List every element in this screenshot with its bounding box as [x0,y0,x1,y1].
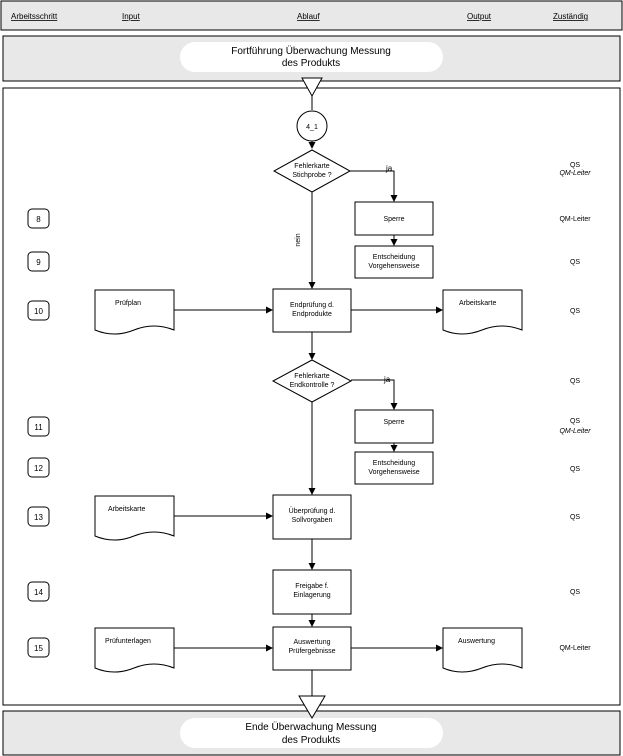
process-ueberpruefung-line1: Überprüfung d. [289,507,336,515]
header-responsible: Zuständig [553,12,588,21]
process-sperre-1: Sperre [354,201,434,236]
doc-pruefplan-label: Prüfplan [115,300,141,307]
process-auswertung-line1: Auswertung [294,639,331,646]
decision-stichprobe-line2: Stichprobe ? [292,172,331,179]
process-auswertung-line2: Prüfergebnisse [288,648,335,655]
doc-arbeitskarte-out-label: Arbeitskarte [459,300,496,307]
resp-d1-qm: QM-Leiter [559,170,591,177]
yes-branch-2 [351,379,398,410]
doc-pruefunterlagen-label: Prüfunterlagen [105,638,151,645]
process-ueberpruefung-line2: Sollvorgaben [292,517,333,524]
bottom-band-line1: Ende Überwachung Messung [245,721,376,733]
step-13-label: 13 [34,513,43,522]
step-9: 9 [27,251,50,272]
doc-auswertung-out: Auswertung [442,627,523,673]
step-12-label: 12 [34,464,43,473]
step-10: 10 [27,300,50,321]
header-bar: Arbeitsschritt Input Ablauf Output Zustä… [0,0,623,31]
step-11-label: 11 [34,423,43,432]
process-freigabe-line1: Freigabe f. [295,583,329,590]
step-15: 15 [27,637,50,658]
step-9-label: 9 [36,258,41,267]
header-input: Input [122,12,141,21]
resp-step-15: QM-Leiter [559,645,591,652]
decision-endkontrolle-yes: ja [383,375,391,384]
page-connector-top [301,77,323,98]
step-8-label: 8 [36,215,41,224]
connector-circle: 4_1 [296,110,328,142]
process-sperre-1-label: Sperre [383,216,404,223]
doc-arbeitskarte-in: Arbeitskarte [94,495,175,541]
step-10-label: 10 [34,307,43,316]
top-band-line1: Fortführung Überwachung Messung [231,45,391,57]
yes-branch-1 [350,170,398,202]
resp-step-8: QM-Leiter [559,216,591,223]
connector-label: 4_1 [306,124,318,131]
resp-d1-qs: QS [570,162,580,169]
step-11: 11 [27,416,50,437]
step-12: 12 [27,457,50,478]
step-15-label: 15 [34,644,43,653]
doc-pruefunterlagen: Prüfunterlagen [94,627,175,673]
process-endpruefung-line2: Endprodukte [292,311,332,318]
process-ueberpruefung: Überprüfung d. Sollvorgaben [272,494,352,540]
header-step: Arbeitsschritt [11,12,58,21]
step-14-label: 14 [34,588,43,597]
top-band-line2: des Produkts [282,58,340,69]
resp-step-12: QS [570,466,580,473]
decision-stichprobe: Fehlerkarte Stichprobe ? [272,149,352,193]
process-endpruefung: Endprüfung d. Endprodukte [272,288,352,333]
bottom-band-line2: des Produkts [282,735,340,746]
process-entscheidung-1-line2: Vorgehensweise [368,263,419,270]
process-freigabe-line2: Einlagerung [293,592,330,599]
doc-arbeitskarte-in-label: Arbeitskarte [108,506,145,513]
process-entscheidung-1-line1: Entscheidung [373,254,416,261]
resp-step-10: QS [570,308,580,315]
process-sperre-2-label: Sperre [383,419,404,426]
process-entscheidung-2-line2: Vorgehensweise [368,469,419,476]
resp-step-13: QS [570,514,580,521]
decision-stichprobe-yes: ja [385,164,393,173]
resp-d2: QS [570,378,580,385]
decision-endkontrolle-line1: Fehlerkarte [294,373,330,380]
process-auswertung: Auswertung Prüfergebnisse [272,626,352,671]
header-flow: Ablauf [297,12,320,21]
process-endpruefung-line1: Endprüfung d. [290,302,334,309]
step-13: 13 [27,506,50,527]
top-band: Fortführung Überwachung Messung des Prod… [2,35,621,82]
header-output: Output [467,12,492,21]
doc-pruefplan: Prüfplan [94,289,175,335]
resp-step-14: QS [570,589,580,596]
resp-step-9: QS [570,259,580,266]
doc-arbeitskarte-out: Arbeitskarte [442,289,523,335]
resp-step-11-qs: QS [570,418,580,425]
bottom-band: Ende Überwachung Messung des Produkts [2,710,621,756]
decision-stichprobe-no: nein [295,233,302,246]
process-sperre-2: Sperre [354,409,434,444]
step-8: 8 [27,208,50,229]
doc-auswertung-out-label: Auswertung [458,638,495,645]
process-entscheidung-2-line1: Entscheidung [373,460,416,467]
resp-step-11-qm: QM-Leiter [559,428,591,435]
decision-endkontrolle-line2: Endkontrolle ? [290,382,335,389]
decision-stichprobe-line1: Fehlerkarte [294,163,330,170]
step-14: 14 [27,581,50,602]
decision-endkontrolle: Fehlerkarte Endkontrolle ? [271,359,353,403]
process-freigabe: Freigabe f. Einlagerung [272,569,352,615]
process-entscheidung-2: Entscheidung Vorgehensweise [354,451,434,485]
process-entscheidung-1: Entscheidung Vorgehensweise [354,245,434,279]
